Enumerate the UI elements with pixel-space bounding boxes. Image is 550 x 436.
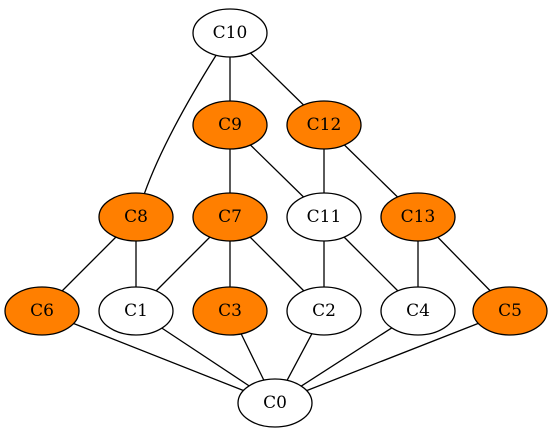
edge-c2-c0 (286, 333, 313, 381)
node-ellipse (286, 286, 362, 336)
edge-c10-c8 (143, 54, 217, 194)
node-ellipse (472, 286, 548, 336)
edge-c4-c0 (300, 327, 393, 387)
edge-c8-c6 (61, 236, 117, 292)
node-c5: C5 (472, 286, 548, 336)
edge-c11-c4 (343, 236, 399, 292)
node-label: C4 (406, 301, 430, 321)
node-c8: C8 (98, 192, 174, 242)
node-c1: C1 (98, 286, 174, 336)
node-ellipse (98, 192, 174, 242)
node-c10: C10 (192, 8, 268, 58)
node-ellipse (286, 192, 362, 242)
edge-c10-c12 (249, 52, 305, 106)
edges (61, 52, 491, 392)
node-ellipse (380, 192, 456, 242)
node-ellipse (192, 286, 268, 336)
node-ellipse (380, 286, 456, 336)
node-label: C11 (307, 207, 342, 227)
node-c7: C7 (192, 192, 268, 242)
node-ellipse (192, 100, 268, 150)
node-c9: C9 (192, 100, 268, 150)
node-ellipse (4, 286, 80, 336)
node-label: C1 (124, 301, 148, 321)
node-ellipse (237, 378, 313, 428)
node-ellipse (98, 286, 174, 336)
edge-c7-c1 (155, 236, 211, 292)
node-label: C7 (218, 207, 242, 227)
node-c6: C6 (4, 286, 80, 336)
node-label: C5 (498, 301, 522, 321)
node-c4: C4 (380, 286, 456, 336)
edge-c7-c2 (249, 236, 305, 292)
edge-c1-c0 (161, 327, 250, 387)
node-label: C3 (218, 301, 242, 321)
node-c3: C3 (192, 286, 268, 336)
edge-c13-c5 (437, 236, 491, 292)
node-ellipse (286, 100, 362, 150)
node-label: C13 (401, 207, 436, 227)
node-label: C9 (218, 115, 242, 135)
node-c13: C13 (380, 192, 456, 242)
node-label: C10 (213, 23, 248, 43)
node-label: C2 (312, 301, 336, 321)
edge-c3-c0 (240, 333, 265, 381)
node-label: C0 (263, 393, 287, 413)
node-c0: C0 (237, 378, 313, 428)
node-c2: C2 (286, 286, 362, 336)
edge-c5-c0 (306, 322, 479, 392)
node-c12: C12 (286, 100, 362, 150)
node-ellipse (192, 192, 268, 242)
node-label: C12 (307, 115, 342, 135)
edge-c12-c13 (343, 144, 399, 198)
node-c11: C11 (286, 192, 362, 242)
node-ellipse (192, 8, 268, 58)
edge-c6-c0 (73, 322, 244, 392)
node-label: C6 (30, 301, 54, 321)
edge-c9-c11 (249, 144, 305, 198)
node-label: C8 (124, 207, 148, 227)
